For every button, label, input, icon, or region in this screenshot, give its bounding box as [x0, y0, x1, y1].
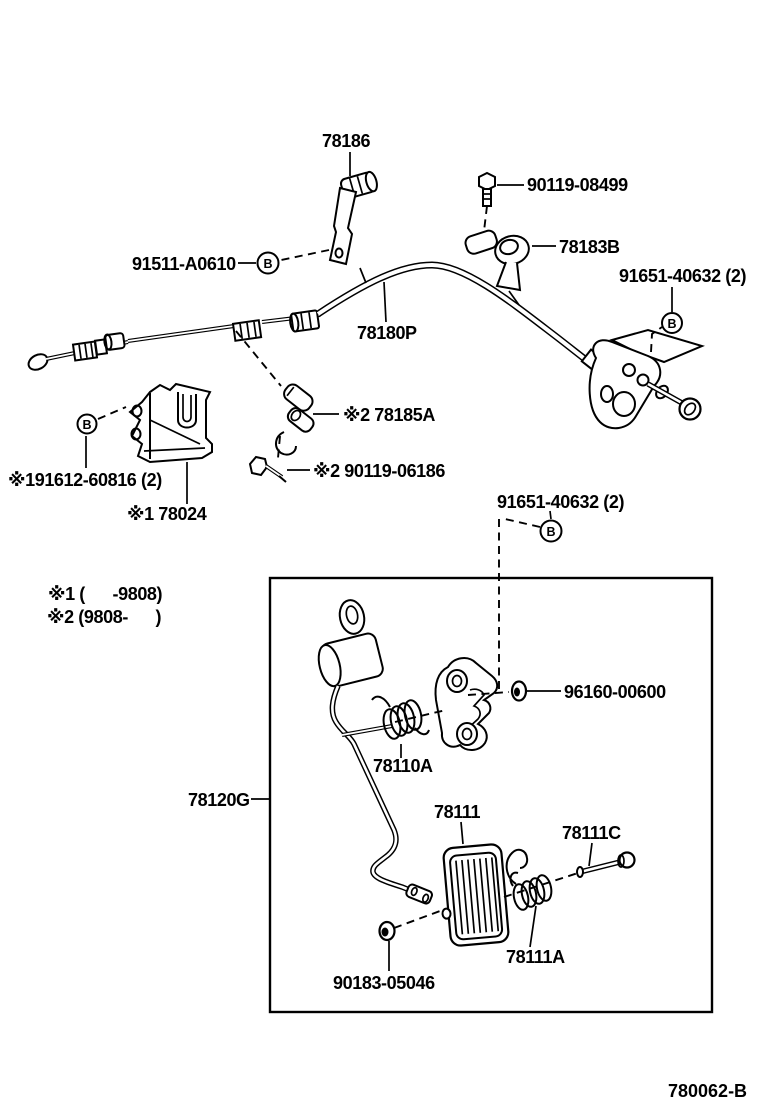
part-label-78186: 78186: [322, 131, 370, 151]
clamp-78185a-drawing: [275, 383, 315, 456]
pad-hook: [505, 848, 529, 885]
return-spring-78110a: [371, 695, 430, 740]
leader-lines: [85, 152, 673, 971]
part-label-78111c: 78111C: [562, 823, 621, 843]
footnote-1: ※1 ( -9808): [48, 584, 163, 604]
throttle-cable-drawing: [27, 261, 609, 376]
part-label-78111a: 78111A: [506, 947, 565, 967]
bolt-90119-08499-drawing: [478, 171, 496, 207]
drawing-number: 780062-B: [668, 1081, 747, 1101]
pedal-arm-end: [405, 883, 433, 905]
part-label-91651-40632-upper: 91651-40632 (2): [619, 266, 747, 286]
connector-b-marker: B: [661, 312, 683, 334]
part-label-78180p: 78180P: [357, 323, 417, 343]
cable-sheath: [316, 261, 597, 369]
part-label-90119-08499: 90119-08499: [527, 175, 628, 195]
cable-lock-nut: [289, 309, 321, 333]
connector-b-label: B: [263, 257, 272, 271]
pedal-cushion-cylinder: [317, 632, 384, 688]
bush-96160-00600: [510, 680, 528, 702]
part-label-78111: 78111: [434, 802, 480, 822]
lever-78186-drawing: [328, 170, 378, 266]
part-label-78024: ※1 78024: [127, 504, 207, 524]
spring-78111a-drawing: [509, 871, 553, 911]
cable-barrel: [103, 332, 126, 351]
pedal-assembly-drawing: [317, 599, 636, 947]
cable-knurled-nut: [71, 340, 99, 362]
part-label-78183b: 78183B: [559, 237, 620, 257]
bolt-90119-06186-drawing: [248, 455, 287, 483]
alignment-dashed-lines: [97, 205, 663, 929]
clip-78183b-drawing: [464, 229, 530, 292]
bush-90183-05046: [378, 920, 396, 942]
connector-b-label: B: [667, 317, 676, 331]
cable-bracket-right-drawing: [588, 328, 705, 430]
bracket-78024-drawing: [128, 382, 213, 464]
part-label-90119-06186: ※2 90119-06186: [313, 461, 445, 481]
connector-b-label: B: [82, 418, 91, 432]
bracket-body: [588, 339, 662, 430]
part-label-91511-a0610: 91511-A0610: [132, 254, 236, 274]
pedal-pad: [441, 843, 510, 947]
connector-b-label: B: [546, 525, 555, 539]
part-label-90183-05046: 90183-05046: [333, 973, 435, 993]
pedal-assembly-box: [268, 576, 714, 1014]
bracket-bolt-head: [678, 397, 702, 421]
pin-78111c-drawing: [576, 851, 636, 878]
connector-b-marker: B: [539, 519, 563, 543]
footnote-2: ※2 (9808- ): [47, 607, 162, 627]
part-label-96160-00600: 96160-00600: [564, 682, 666, 702]
part-label-78110a: 78110A: [373, 756, 433, 776]
pedal-top-hook: [338, 599, 366, 635]
pedal-arm: [329, 684, 414, 894]
cable-adjust-nut: [231, 319, 263, 342]
connector-b-marker: B: [256, 251, 280, 275]
part-label-91651-40632-lower: 91651-40632 (2): [497, 492, 625, 512]
cable-end-ring: [27, 353, 49, 371]
part-label-78185a: ※2 78185A: [343, 405, 435, 425]
connector-b-marker: B: [76, 413, 98, 435]
pedal-support-bracket: [434, 657, 499, 751]
part-label-191612-60816: ※191612-60816 (2): [8, 470, 162, 490]
part-label-78120g: 78120G: [188, 790, 250, 810]
